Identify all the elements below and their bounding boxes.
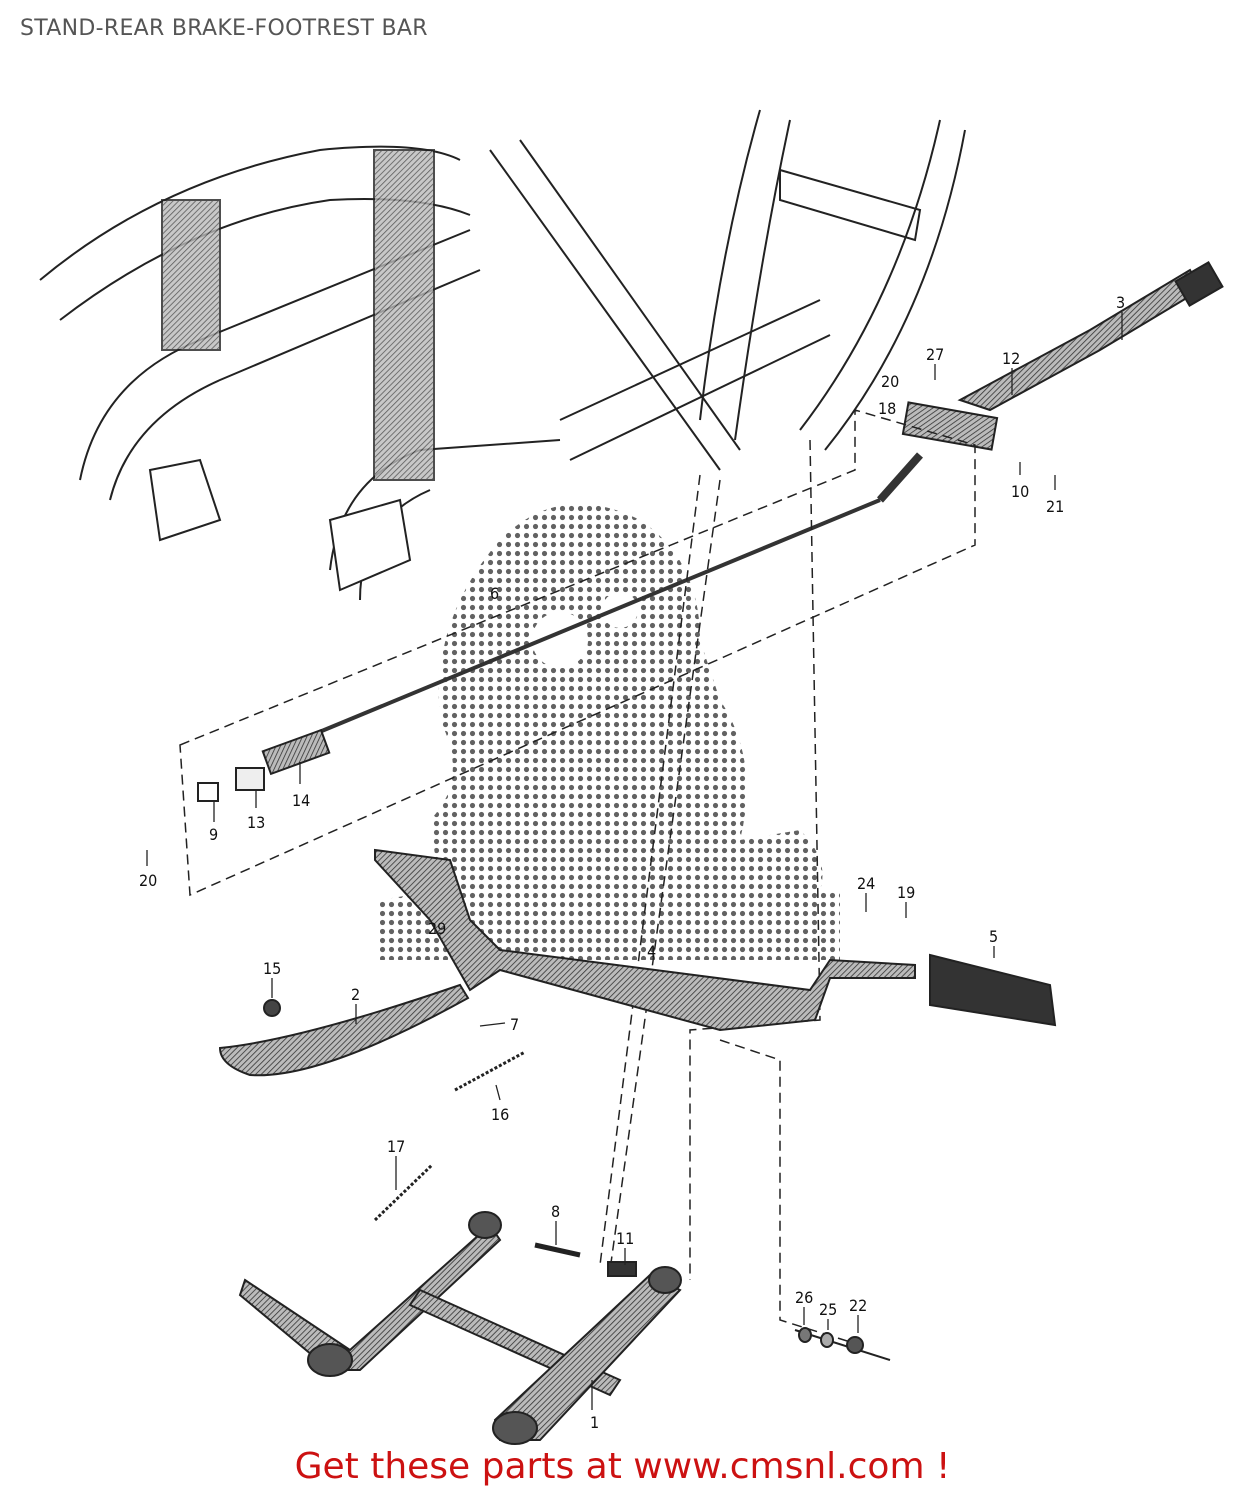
callout-29: 29 (428, 919, 446, 938)
callout-16: 16 (491, 1105, 509, 1124)
footrest-bar (374, 848, 1057, 1032)
callout-4: 4 (647, 942, 656, 961)
callout-18: 18 (878, 399, 896, 418)
callout-25: 25 (819, 1300, 837, 1319)
callout-5: 5 (989, 927, 998, 946)
callout-8: 8 (551, 1202, 560, 1221)
adjuster-parts (197, 728, 331, 802)
callout-13: 13 (247, 813, 265, 832)
springs (373, 1050, 526, 1222)
callout-14: 14 (292, 791, 310, 810)
callout-9: 9 (209, 825, 218, 844)
callout-15: 15 (263, 959, 281, 978)
callout-20b: 20 (139, 871, 157, 890)
callout-12: 12 (1002, 349, 1020, 368)
callout-1: 1 (590, 1413, 599, 1432)
callout-26: 26 (795, 1288, 813, 1307)
callout-labels: 1 2 3 4 5 6 7 8 9 10 11 12 13 14 15 16 1… (139, 293, 1125, 1432)
callout-17: 17 (387, 1137, 405, 1156)
callout-10: 10 (1011, 482, 1029, 501)
callout-24: 24 (857, 874, 875, 893)
promo-footer-link[interactable]: Get these parts at www.cmsnl.com ! (294, 1446, 951, 1487)
callout-3: 3 (1116, 293, 1125, 312)
callout-7: 7 (510, 1015, 519, 1034)
callout-27: 27 (926, 345, 944, 364)
callout-19: 19 (897, 883, 915, 902)
frame-assembly (39, 109, 966, 601)
side-stand (218, 983, 470, 1077)
callout-6: 6 (490, 584, 499, 603)
brake-cable (299, 452, 923, 742)
callout-2: 2 (351, 985, 360, 1004)
washers-nuts (794, 1327, 891, 1361)
callout-20a: 20 (881, 372, 899, 391)
exploded-dashed-lines (179, 409, 976, 1346)
center-stand (238, 1211, 682, 1445)
leader-lines (146, 312, 1123, 1410)
page-title: STAND-REAR BRAKE-FOOTREST BAR (20, 16, 428, 41)
shock-absorbers (148, 149, 435, 592)
brake-pedal (901, 261, 1224, 451)
callout-11: 11 (616, 1229, 634, 1248)
callout-22: 22 (849, 1296, 867, 1315)
callout-21: 21 (1046, 497, 1064, 516)
